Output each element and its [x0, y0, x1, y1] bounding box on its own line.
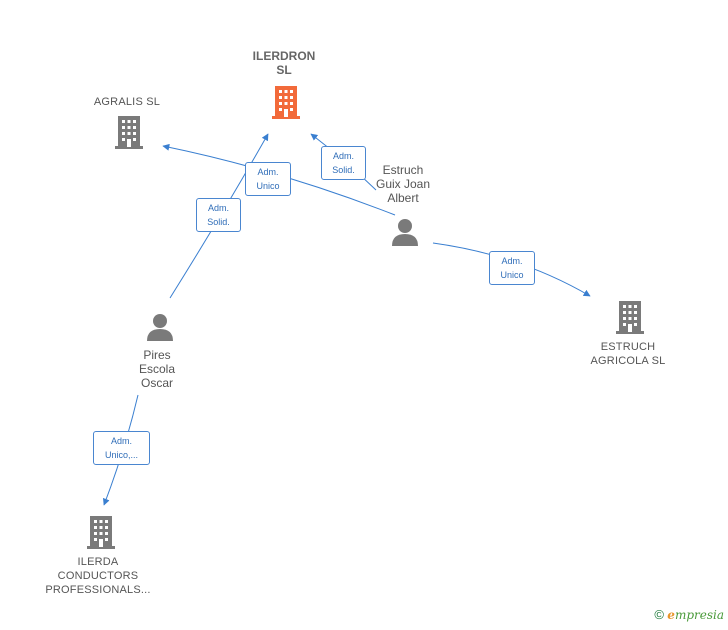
ilerdron-label-line1: ILERDRON [252, 49, 316, 63]
relation-estruch-agricola-line2: Unico [500, 270, 524, 280]
pires-line1: Pires [143, 348, 171, 362]
estruch-person-label: Estruch Guix Joan Albert [358, 163, 448, 205]
relation-pires-ilerda[interactable]: Adm. Unico,... [93, 431, 150, 465]
relation-pires-ilerdron[interactable]: Adm. Solid. [196, 198, 241, 232]
relation-estruch-ilerdron-line2: Solid. [332, 165, 355, 175]
ilerda-line1: ILERDA [77, 556, 119, 568]
relation-estruch-agricola-line1: Adm. [501, 256, 523, 266]
building-icon-ilerdron[interactable] [270, 84, 302, 120]
brand-initial: e [667, 608, 675, 622]
agralis-label: AGRALIS SL [93, 96, 161, 108]
brand-logo: empresia [667, 608, 724, 622]
relation-estruch-ilerdron-line1: Adm. [332, 151, 354, 161]
relation-pires-ilerda-line2: Unico,... [104, 450, 138, 460]
person-icon-estruch[interactable] [390, 217, 420, 247]
relation-pires-ilerdron-line2: Solid. [207, 217, 230, 227]
building-icon-ilerda[interactable] [85, 514, 117, 550]
ilerda-line2: CONDUCTORS [57, 570, 139, 582]
estruch-person-line3: Albert [387, 191, 419, 205]
estruch-person-line2: Guix Joan [375, 177, 431, 191]
relation-estruch-agralis[interactable]: Adm. Unico [245, 162, 291, 196]
ilerda-label: ILERDA CONDUCTORS PROFESSIONALS... [38, 555, 158, 597]
relation-estruch-agralis-line2: Unico [256, 181, 280, 191]
building-icon-estruch-agricola[interactable] [614, 299, 646, 335]
estruch-agricola-line2: AGRICOLA SL [590, 355, 666, 367]
estruch-agricola-label: ESTRUCH AGRICOLA SL [578, 340, 678, 368]
relation-pires-ilerdron-line1: Adm. [207, 203, 229, 213]
relation-estruch-agricola[interactable]: Adm. Unico [489, 251, 535, 285]
ilerdron-label: ILERDRON SL [244, 49, 324, 77]
relation-estruch-ilerdron[interactable]: Adm. Solid. [321, 146, 366, 180]
empresia-brand[interactable]: © empresia [654, 607, 724, 622]
copyright-symbol: © [654, 607, 664, 622]
person-icon-pires[interactable] [145, 312, 175, 342]
pires-label: Pires Escola Oscar [122, 348, 192, 390]
pires-line2: Escola [138, 362, 176, 376]
relation-pires-ilerda-line1: Adm. [110, 436, 132, 446]
ilerdron-label-line2: SL [276, 63, 292, 77]
ilerda-line3: PROFESSIONALS... [45, 584, 151, 596]
estruch-agricola-line1: ESTRUCH [600, 341, 656, 353]
brand-rest: mpresia [674, 608, 724, 622]
building-icon-agralis[interactable] [113, 114, 145, 150]
pires-line3: Oscar [140, 376, 173, 390]
relation-estruch-agralis-line1: Adm. [257, 167, 279, 177]
estruch-person-line1: Estruch [382, 163, 424, 177]
